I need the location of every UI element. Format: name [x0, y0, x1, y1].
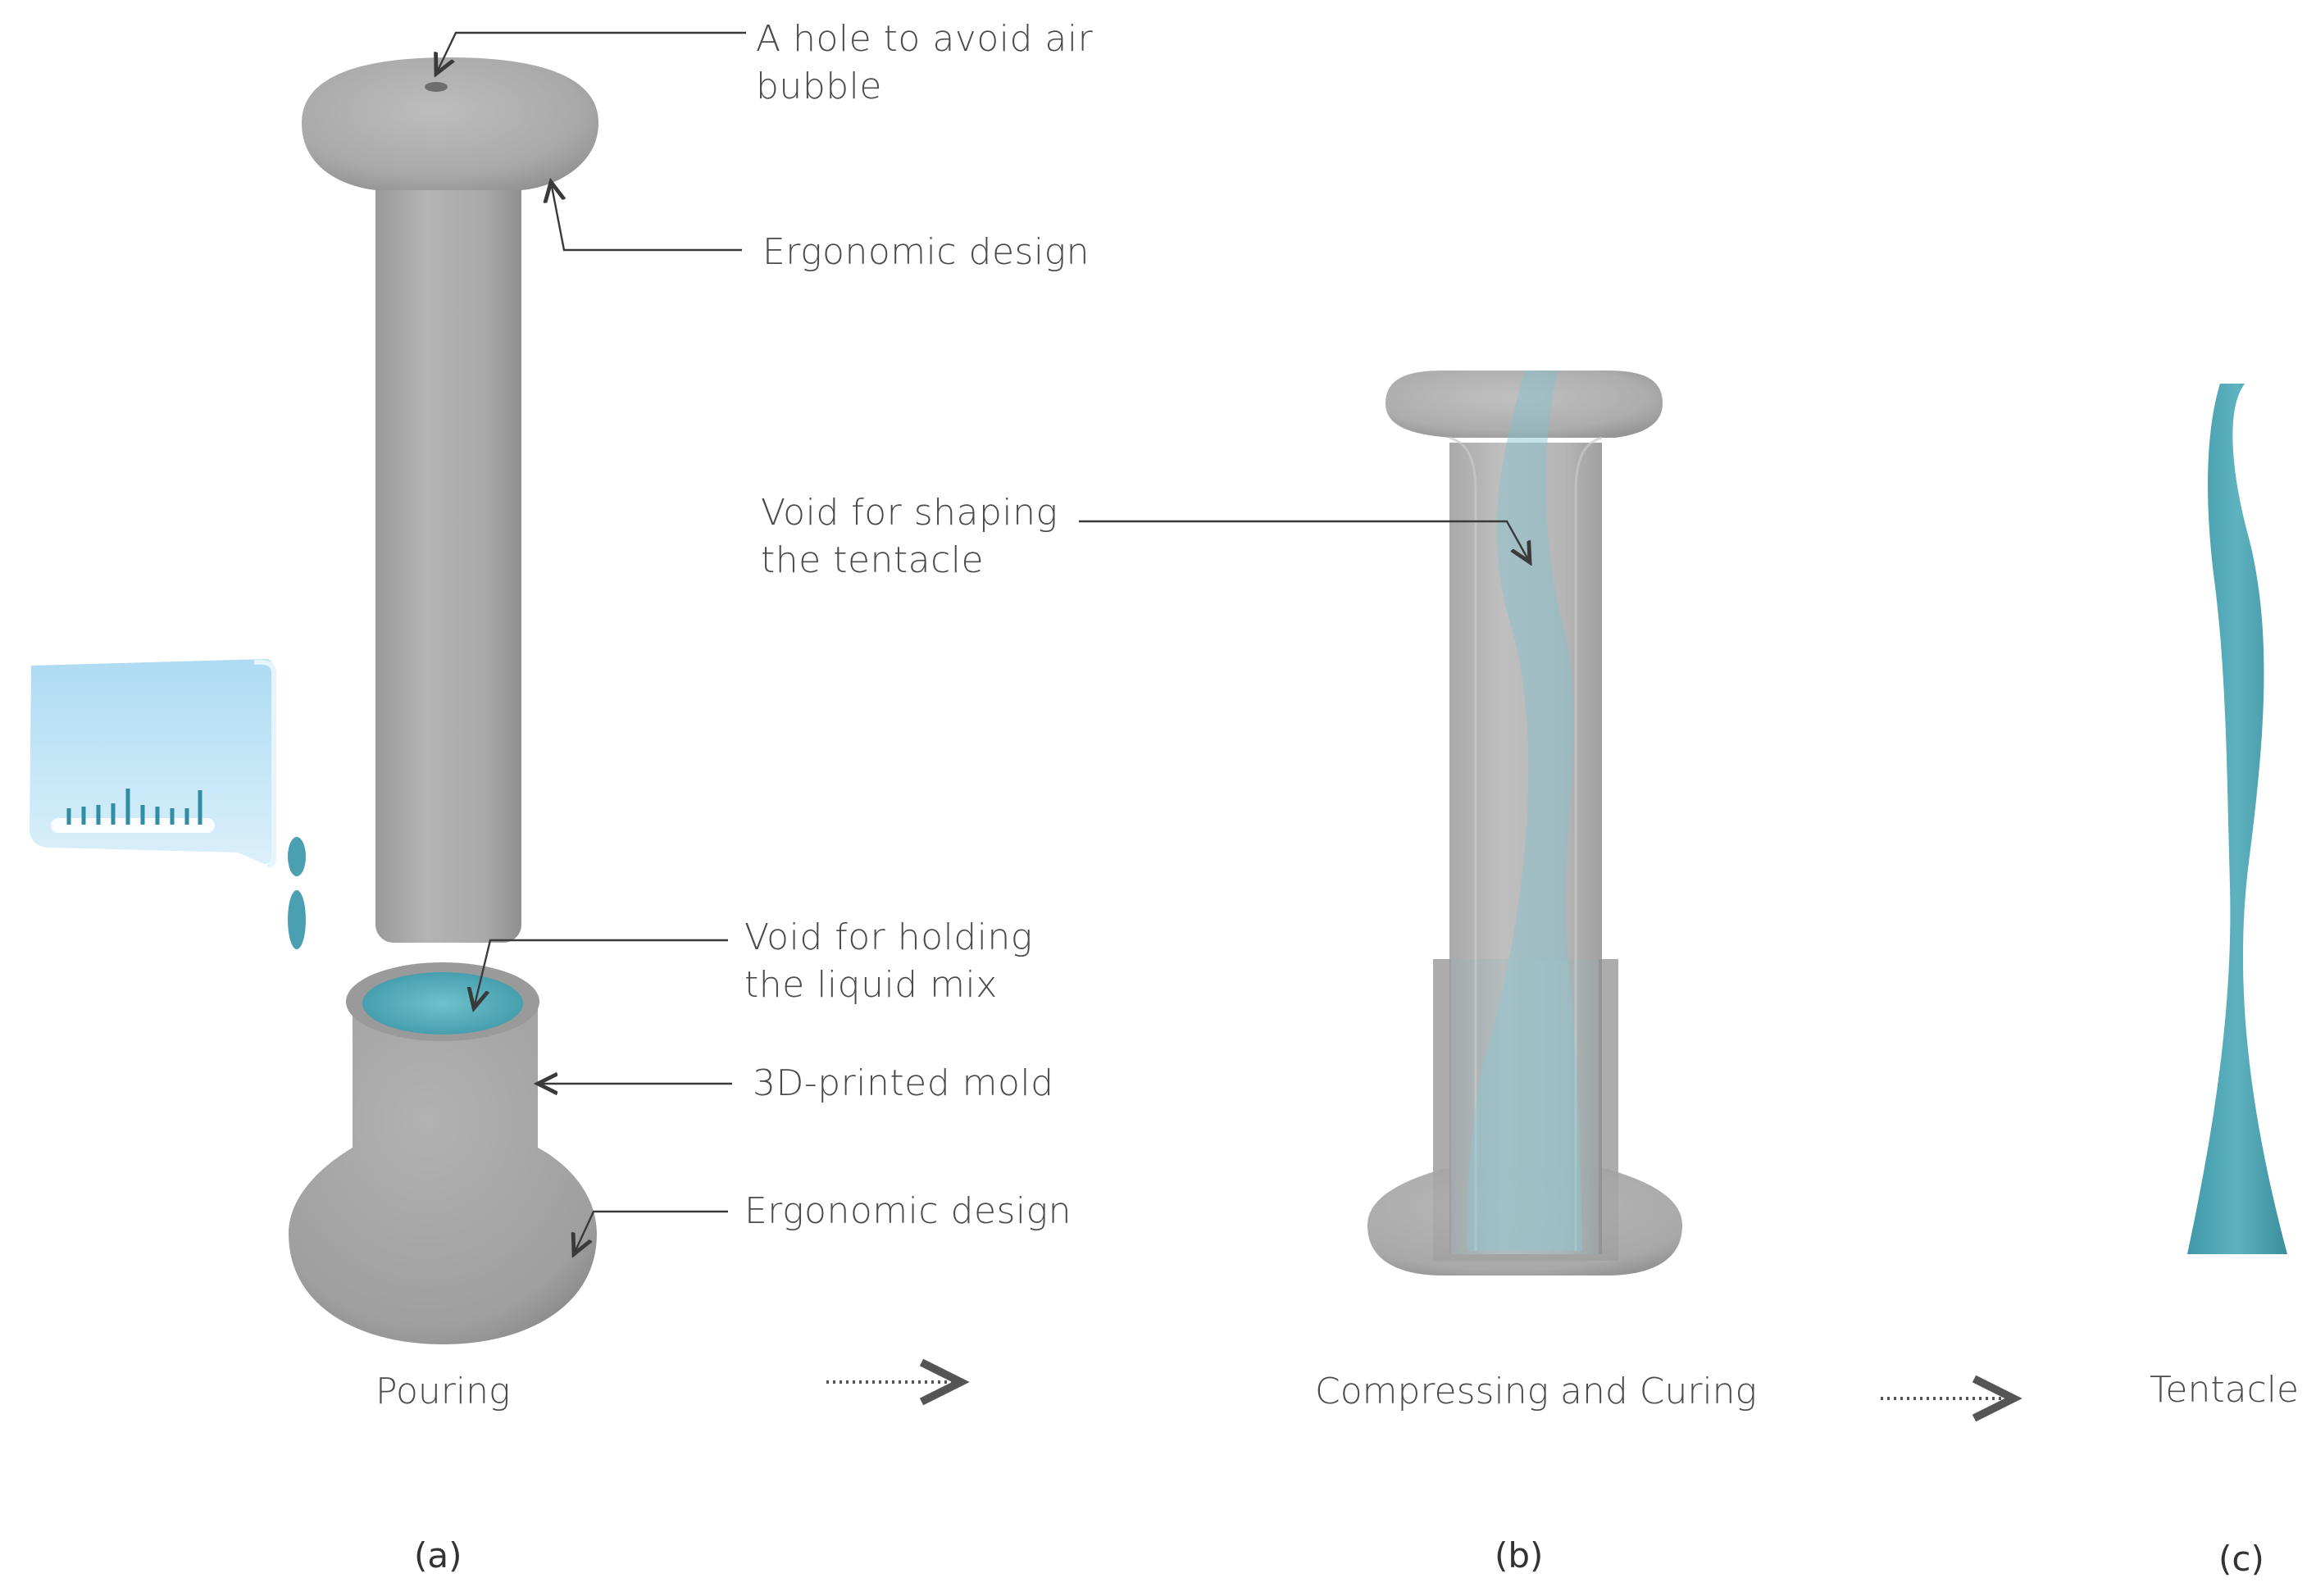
- label-hole-line1: A hole to avoid air: [756, 18, 1094, 60]
- label-void-shaping-line2: the tentacle: [761, 539, 984, 581]
- caption-tentacle: Tentacle: [2150, 1369, 2299, 1411]
- caption-compressing: Compressing and Curing: [1315, 1371, 1757, 1412]
- tentacle-void: [1467, 371, 1582, 1251]
- liquid-drop: [288, 890, 306, 949]
- label-printed-mold: 3D-printed mold: [753, 1062, 1054, 1104]
- liquid-mix: [362, 972, 523, 1034]
- caption-pouring: Pouring: [375, 1371, 510, 1412]
- beaker-icon: [30, 658, 306, 949]
- mold-base: [289, 962, 597, 1344]
- piston-top: [302, 57, 598, 943]
- panel-label-a: (a): [414, 1535, 462, 1576]
- label-void-holding-line2: the liquid mix: [744, 964, 998, 1006]
- panel-label-c: (c): [2218, 1539, 2264, 1579]
- label-hole-line2: bubble: [756, 66, 882, 107]
- label-ergonomic-top: Ergonomic design: [762, 231, 1090, 273]
- assembled-mold: [1367, 371, 1682, 1275]
- tentacle: [2187, 384, 2287, 1254]
- label-ergonomic-bottom: Ergonomic design: [744, 1190, 1072, 1232]
- label-void-holding-line1: Void for holding: [744, 916, 1033, 958]
- liquid-drop: [288, 837, 306, 876]
- air-hole-icon: [425, 82, 448, 92]
- label-void-shaping-line1: Void for shaping: [761, 492, 1058, 534]
- panel-label-b: (b): [1495, 1535, 1543, 1576]
